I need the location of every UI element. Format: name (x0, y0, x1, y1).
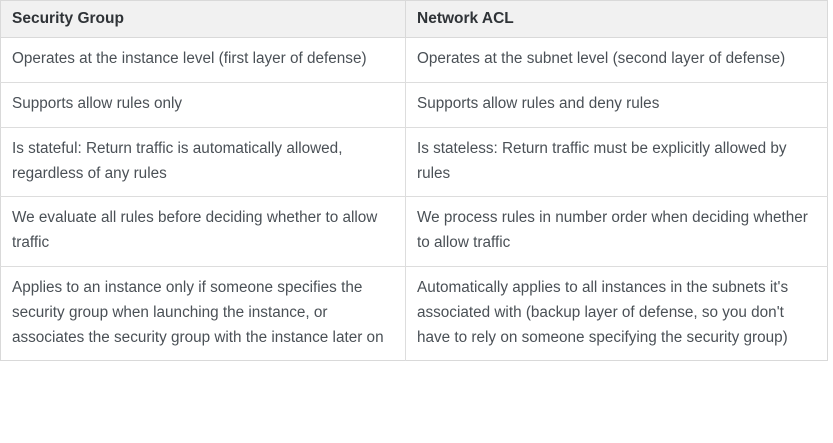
table-row: Operates at the instance level (first la… (0, 37, 828, 84)
cell-network-acl: Is stateless: Return traffic must be exp… (405, 127, 828, 198)
security-group-vs-network-acl-table: Security Group Network ACL Operates at t… (0, 0, 828, 362)
table-header: Security Group Network ACL (0, 0, 828, 39)
cell-security-group: Supports allow rules only (0, 82, 406, 128)
cell-security-group: Is stateful: Return traffic is automatic… (0, 127, 406, 198)
cell-network-acl: We process rules in number order when de… (405, 196, 828, 267)
table-header-row: Security Group Network ACL (0, 0, 828, 39)
comparison-table-container: Security Group Network ACL Operates at t… (0, 0, 828, 362)
cell-security-group: Applies to an instance only if someone s… (0, 266, 406, 361)
cell-security-group: We evaluate all rules before deciding wh… (0, 196, 406, 267)
cell-security-group: Operates at the instance level (first la… (0, 37, 406, 84)
cell-network-acl: Automatically applies to all instances i… (417, 278, 789, 346)
column-header-network-acl: Network ACL (405, 0, 828, 39)
cell-network-acl: Operates at the subnet level (second lay… (405, 37, 828, 84)
table-row: Applies to an instance only if someone s… (0, 266, 828, 361)
table-row: Is stateful: Return traffic is automatic… (0, 127, 828, 198)
table-body: Operates at the instance level (first la… (0, 37, 828, 361)
table-row: Supports allow rules only Supports allow… (0, 82, 828, 128)
column-header-security-group: Security Group (0, 0, 406, 39)
table-row: We evaluate all rules before deciding wh… (0, 196, 828, 267)
cell-network-acl: Supports allow rules and deny rules (405, 82, 828, 128)
